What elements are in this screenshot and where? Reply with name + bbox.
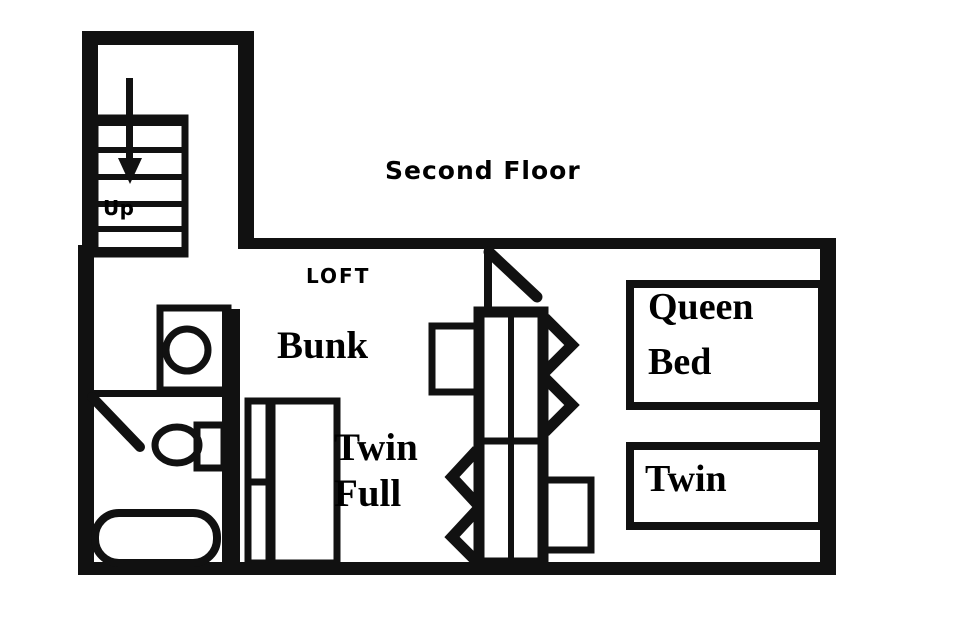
twin-bedroom-box: [626, 442, 826, 530]
sink-counter: [156, 304, 232, 394]
bathtub-fixture: [91, 509, 221, 567]
bed-label-twin-right: Twin: [645, 458, 727, 500]
loft-door-swing-icon: [483, 246, 543, 311]
bed-label-twin-middle: Twin: [334, 426, 418, 469]
queen-bedroom-box: [626, 280, 826, 410]
page-title: Second Floor: [385, 156, 581, 185]
stair-direction-arrow-icon: [118, 78, 142, 184]
bed-label-queen: Queen: [648, 286, 754, 328]
nightstand-lower: [539, 476, 595, 554]
bathroom-door-swing-icon: [87, 392, 145, 452]
wall-bath-mid: [80, 390, 226, 397]
toilet-bowl-icon: [151, 423, 203, 467]
stair-run-outline: [91, 114, 189, 258]
outer-walls: [78, 31, 836, 575]
bed-twin-full: [265, 397, 341, 567]
bunk-bed-column: [428, 246, 595, 569]
bunk-twin-full-beds: [244, 397, 341, 567]
bathroom: [80, 304, 240, 567]
room-label-loft: LOFT: [306, 264, 371, 288]
bed-label-full-middle: Full: [334, 472, 402, 515]
wall-left-lower: [78, 245, 94, 573]
sink-fixture: [156, 304, 232, 394]
stairwell: [91, 78, 189, 258]
wall-top-stair: [82, 31, 254, 45]
nightstand-upper: [428, 322, 484, 396]
bed-label-bunk: Bunk: [277, 324, 369, 367]
toilet-fixture: [151, 421, 228, 472]
bed-label-bed: Bed: [648, 341, 712, 383]
bunk-ladder-icon: [444, 314, 580, 566]
wall-loft-top: [238, 238, 836, 249]
sink-basin-icon: [162, 325, 212, 375]
wall-right-stair: [238, 31, 254, 245]
toilet-tank-icon: [193, 421, 228, 472]
stair-landing-wall: [95, 247, 187, 256]
stair-direction-label: Up: [103, 196, 135, 220]
stair-treads: [95, 120, 186, 232]
right-bedrooms: [626, 280, 826, 530]
